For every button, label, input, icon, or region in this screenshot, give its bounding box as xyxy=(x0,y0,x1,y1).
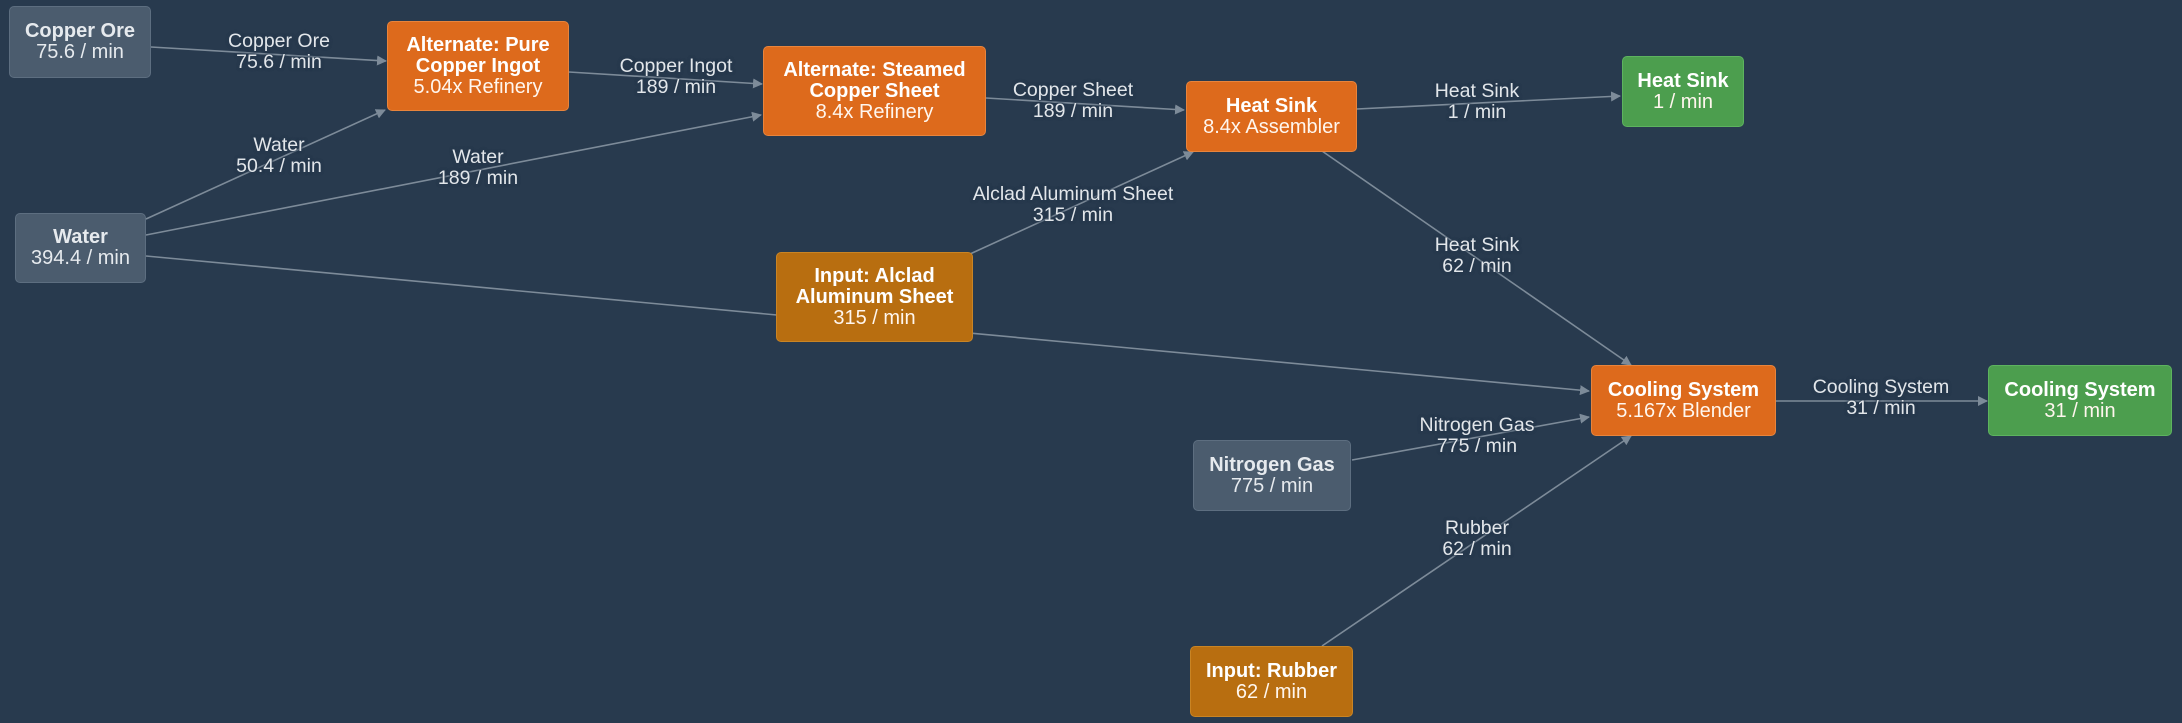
edge-nitrogen-to-cooling xyxy=(1351,413,1590,461)
edge-rate: 775 / min xyxy=(1436,435,1518,457)
edge-water-to-steamed-sheet xyxy=(145,111,762,236)
edge-rate: 189 / min xyxy=(1032,100,1114,122)
edge-item: Alclad Aluminum Sheet xyxy=(972,183,1174,205)
edge-rate: 189 / min xyxy=(437,167,519,189)
node-title: Alternate: Pure Copper Ingot xyxy=(406,33,550,77)
edge-copper-ingot-to-steamed-sheet xyxy=(568,71,763,89)
node-title: Copper Ore xyxy=(24,20,136,42)
edge-item: Copper Ingot xyxy=(619,55,733,77)
edge-copper-sheet-to-heat-sink xyxy=(985,97,1185,115)
edge-copper-ore-to-pure-ingot xyxy=(150,46,387,66)
edge-label-rubber: Rubber 62 / min xyxy=(1442,518,1511,560)
edge-label-copper-ingot: Copper Ingot 189 / min xyxy=(620,56,733,98)
node-title: Heat Sink xyxy=(1637,69,1729,92)
node-subtitle: 315 / min xyxy=(833,306,916,329)
edge-rate: 189 / min xyxy=(635,76,717,98)
node-subtitle: 775 / min xyxy=(1230,474,1314,497)
node-title: Heat Sink xyxy=(1225,94,1318,117)
node-subtitle: 8.4x Refinery xyxy=(815,100,934,123)
node-subtitle: 5.167x Blender xyxy=(1616,399,1751,422)
node-title: Input: Rubber xyxy=(1205,659,1338,682)
edge-alclad-to-heat-sink xyxy=(969,151,1194,255)
node-heat-sink-assembler[interactable]: Heat Sink 8.4x Assembler xyxy=(1186,81,1357,152)
edge-label-cooling-output: Cooling System 31 / min xyxy=(1813,377,1950,419)
node-subtitle: 5.04x Refinery xyxy=(413,75,543,98)
node-title: Cooling System xyxy=(1607,378,1760,401)
node-subtitle: 1 / min xyxy=(1652,90,1714,113)
node-title: Nitrogen Gas xyxy=(1209,453,1335,476)
edge-rate: 1 / min xyxy=(1447,101,1507,123)
node-nitrogen-gas[interactable]: Nitrogen Gas 775 / min xyxy=(1193,440,1351,511)
node-copper-ore[interactable]: Copper Ore 75.6 / min xyxy=(9,6,151,78)
node-cooling-system-output[interactable]: Cooling System 31 / min xyxy=(1988,365,2172,436)
edge-label-copper-ore: Copper Ore 75.6 / min xyxy=(228,31,330,73)
edge-item: Copper Sheet xyxy=(1012,79,1134,101)
node-title: Cooling System xyxy=(2004,378,2156,401)
edge-label-alclad: Alclad Aluminum Sheet 315 / min xyxy=(973,184,1174,226)
edge-item: Water xyxy=(452,146,504,168)
edge-item: Heat Sink xyxy=(1434,80,1520,102)
edge-label-heat-sink-cooling: Heat Sink 62 / min xyxy=(1435,235,1520,277)
edge-label-water-to-ingot: Water 50.4 / min xyxy=(236,135,322,177)
node-title: Input: Alclad Aluminum Sheet xyxy=(795,264,954,308)
node-subtitle: 8.4x Assembler xyxy=(1203,115,1340,138)
node-water[interactable]: Water 394.4 / min xyxy=(15,213,146,283)
edge-item: Heat Sink xyxy=(1434,234,1520,256)
edge-item: Water xyxy=(253,134,305,156)
edge-heat-sink-to-cooling xyxy=(1321,150,1632,366)
edge-label-nitrogen: Nitrogen Gas 775 / min xyxy=(1420,415,1535,457)
edge-item: Copper Ore xyxy=(228,30,330,52)
edge-rate: 75.6 / min xyxy=(236,51,322,73)
edge-rate: 50.4 / min xyxy=(236,155,322,177)
node-title: Alternate: Steamed Copper Sheet xyxy=(783,58,966,102)
node-title: Water xyxy=(53,226,108,248)
edge-label-heat-sink-output: Heat Sink 1 / min xyxy=(1435,81,1520,123)
node-input-rubber[interactable]: Input: Rubber 62 / min xyxy=(1190,646,1353,717)
edge-label-copper-sheet: Copper Sheet 189 / min xyxy=(1013,80,1133,122)
edge-item: Nitrogen Gas xyxy=(1419,414,1535,436)
edge-rate: 62 / min xyxy=(1442,255,1512,277)
node-subtitle: 394.4 / min xyxy=(31,247,130,269)
node-cooling-system-blender[interactable]: Cooling System 5.167x Blender xyxy=(1591,365,1776,436)
edge-item: Rubber xyxy=(1445,517,1509,539)
edge-rate: 315 / min xyxy=(1032,204,1114,226)
node-input-alclad-aluminum-sheet[interactable]: Input: Alclad Aluminum Sheet 315 / min xyxy=(776,252,973,342)
node-heat-sink-output[interactable]: Heat Sink 1 / min xyxy=(1622,56,1744,127)
node-steamed-copper-sheet[interactable]: Alternate: Steamed Copper Sheet 8.4x Ref… xyxy=(763,46,986,136)
edge-water-to-pure-ingot xyxy=(145,109,386,220)
node-subtitle: 62 / min xyxy=(1235,680,1308,703)
node-subtitle: 75.6 / min xyxy=(36,41,124,63)
edge-heat-sink-to-output xyxy=(1356,91,1621,110)
edge-rate: 31 / min xyxy=(1846,397,1916,419)
edge-rubber-to-cooling xyxy=(1321,435,1632,647)
edge-label-water-to-sheet: Water 189 / min xyxy=(438,147,518,189)
edge-item: Cooling System xyxy=(1812,376,1950,398)
node-pure-copper-ingot[interactable]: Alternate: Pure Copper Ingot 5.04x Refin… xyxy=(387,21,569,111)
edge-rate: 62 / min xyxy=(1442,538,1512,560)
node-subtitle: 31 / min xyxy=(2044,399,2116,422)
